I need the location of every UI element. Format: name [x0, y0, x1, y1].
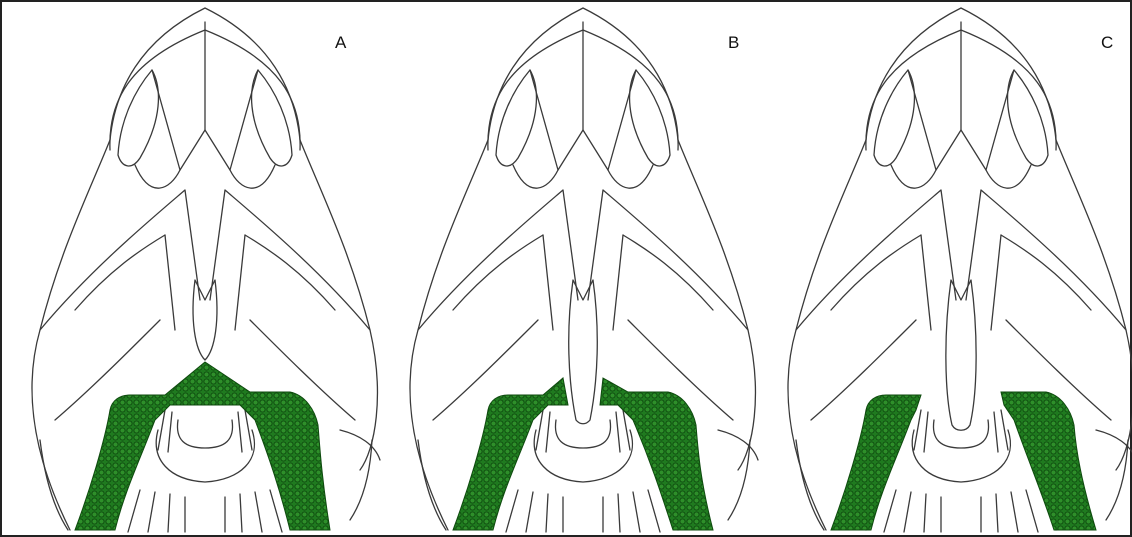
highlight-region-a — [75, 362, 330, 530]
panel-b: B — [410, 8, 758, 532]
panel-a: A — [32, 8, 380, 532]
highlight-region-b — [453, 378, 568, 530]
panel-c: C — [788, 8, 1132, 532]
highlight-region-c-right — [1001, 392, 1096, 530]
panel-label-a: A — [335, 33, 347, 52]
panel-label-b: B — [728, 33, 739, 52]
highlight-region-b-right — [600, 378, 713, 530]
panel-label-c: C — [1101, 33, 1113, 52]
